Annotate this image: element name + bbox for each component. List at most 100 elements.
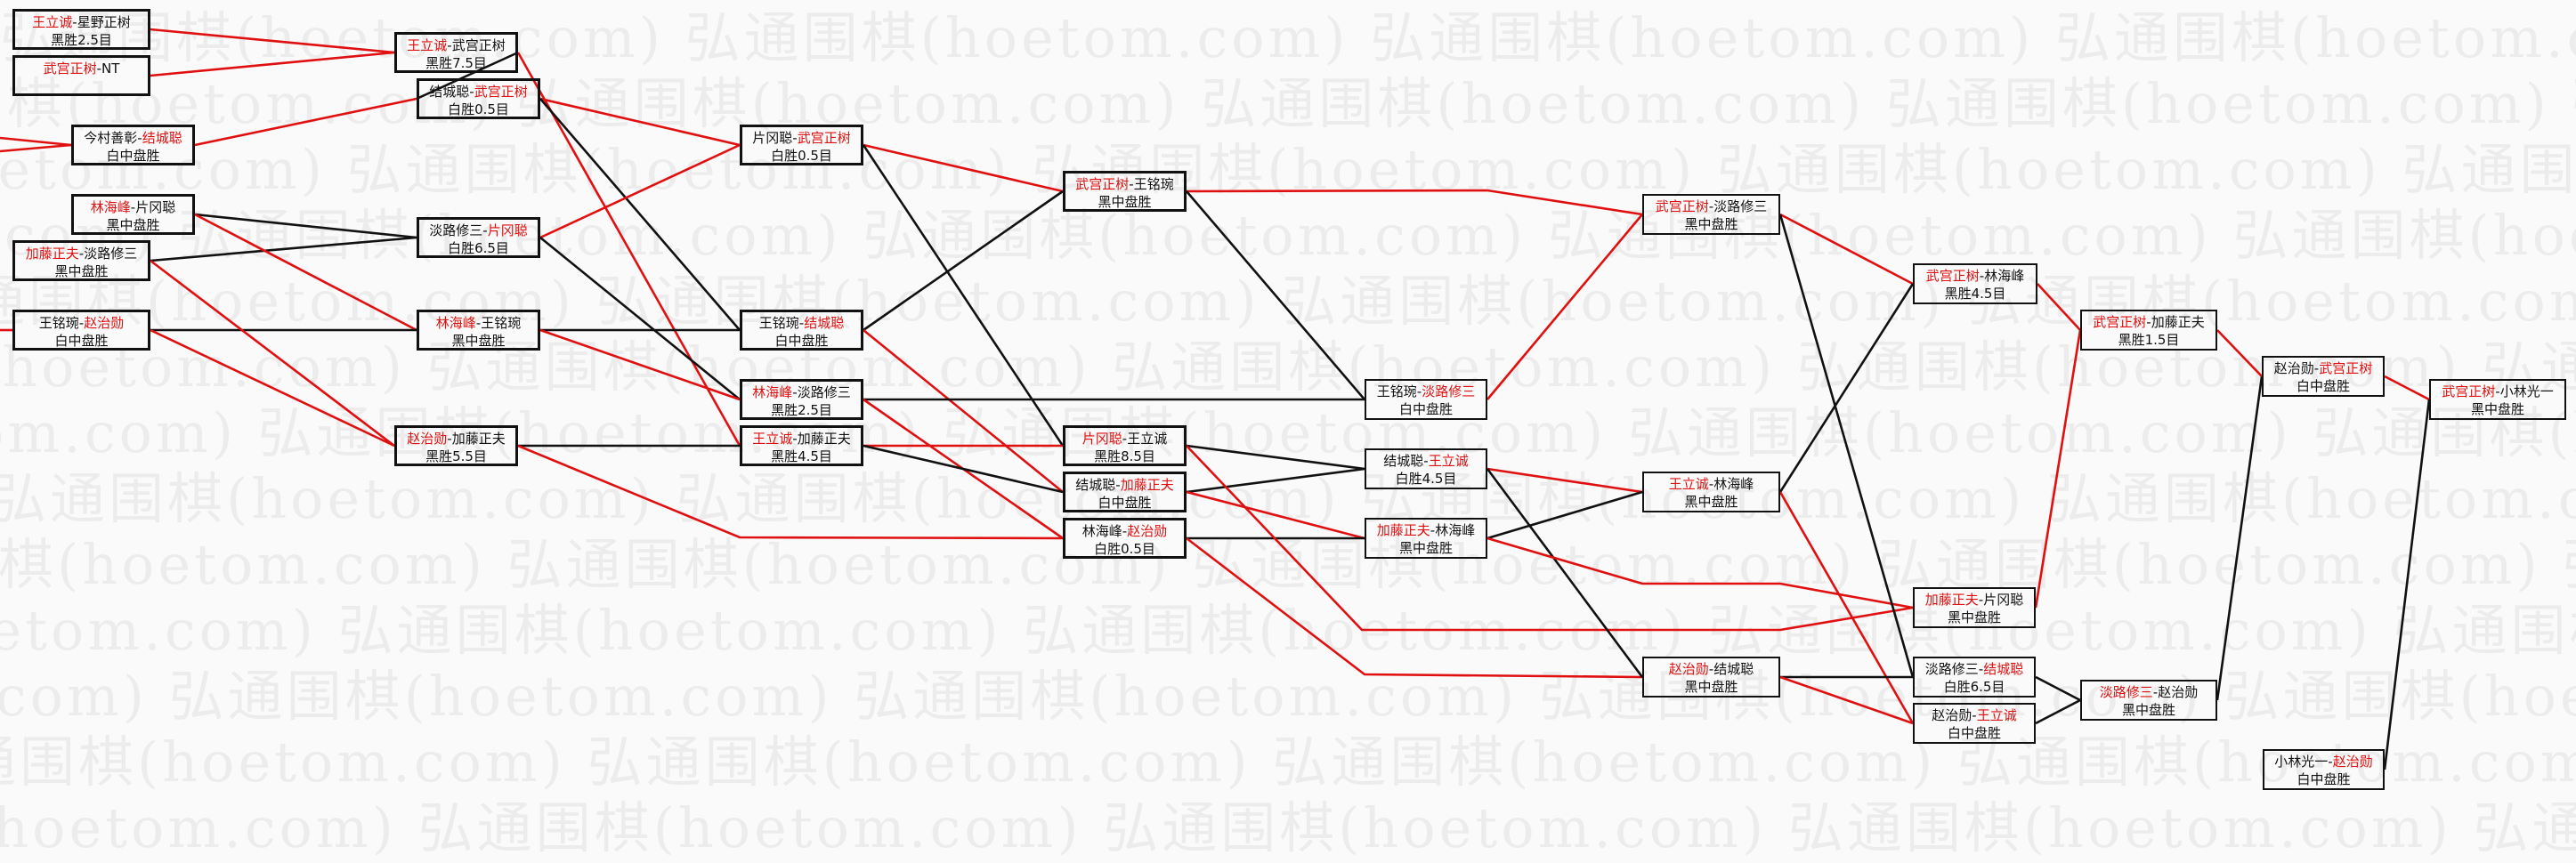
white-player: 星野正树 [77, 14, 131, 30]
black-player: 武宫正树 [1075, 176, 1130, 192]
match-box: 赵治勋-王立诚白中盘胜 [1913, 703, 2036, 744]
loser-path-line [539, 236, 741, 401]
white-player: 赵治勋 [84, 315, 125, 331]
white-player: 淡路修三 [797, 384, 851, 400]
white-player: 加藤正夫 [451, 431, 506, 447]
white-player: 淡路修三 [1422, 383, 1476, 399]
black-player: 武宫正树 [1655, 198, 1709, 214]
winner-path-line [1186, 189, 1643, 216]
match-result: 白中盘胜 [2296, 378, 2350, 394]
match-players: 淡路修三-赵治勋 [2082, 683, 2216, 701]
match-players: 片冈聪-武宫正树 [742, 129, 861, 147]
winner-path-line [1486, 536, 1914, 609]
white-player: 结城聪 [1983, 661, 2024, 677]
white-player: 林海峰 [1713, 476, 1754, 492]
match-box: 淡路修三-结城聪白胜6.5目 [1913, 657, 2036, 698]
match-box: 林海峰-赵治勋白胜0.5目 [1063, 518, 1187, 559]
black-player: 王立诚 [1668, 476, 1709, 492]
match-result: 黑中盘胜 [1684, 216, 1738, 232]
black-player: 今村善彰 [84, 130, 138, 146]
loser-path-line [862, 144, 1065, 447]
match-result: 白胜0.5目 [448, 101, 509, 117]
match-box: 赵治勋-加藤正夫黑胜5.5目 [394, 425, 518, 466]
separator: - [1708, 476, 1714, 492]
match-box: 武宫正树-林海峰黑胜4.5目 [1913, 263, 2037, 304]
black-player: 加藤正夫 [1924, 592, 1979, 608]
loser-path-line [2035, 698, 2081, 725]
separator: - [78, 246, 85, 262]
match-result: 黑中盘胜 [1947, 609, 2001, 625]
winner-path-line [516, 52, 741, 447]
white-player: 武宫正树 [474, 84, 528, 100]
black-player: 结城聪 [1383, 453, 1424, 469]
match-players: 赵治勋-武宫正树 [2264, 359, 2383, 377]
white-player: 王铭琬 [1133, 176, 1174, 192]
match-box: 小林光一-赵治勋白中盘胜 [2263, 749, 2385, 790]
match-result: 黑中盘胜 [451, 333, 506, 349]
white-player: 片冈聪 [1983, 592, 2024, 608]
match-players: 今村善彰-结城聪 [74, 129, 192, 147]
match-box: 王立诚-武宫正树黑胜7.5目 [394, 32, 518, 73]
separator: - [2152, 684, 2159, 700]
match-result: 黑中盘胜 [1684, 494, 1738, 510]
match-players: 林海峰-王铭琬 [419, 314, 538, 332]
match-result: 白中盘胜 [1947, 725, 2001, 741]
black-player: 王立诚 [752, 431, 793, 447]
separator: - [1416, 383, 1422, 399]
match-result: 黑中盘胜 [1098, 194, 1152, 210]
match-players: 王立诚-加藤正夫 [742, 430, 861, 448]
winner-path-line [539, 97, 741, 147]
black-player: 武宫正树 [43, 60, 97, 77]
separator: - [78, 315, 85, 331]
match-box: 加藤正夫-片冈聪黑中盘胜 [1913, 587, 2036, 628]
winner-path-line [539, 328, 741, 401]
separator: - [792, 384, 798, 400]
separator: - [1708, 661, 1714, 677]
white-player: 武宫正树 [2319, 360, 2373, 376]
white-player: 王立诚 [1976, 707, 2017, 723]
black-player: 林海峰 [752, 384, 793, 400]
match-players: 王铭琬-结城聪 [742, 314, 861, 332]
black-player: 加藤正夫 [25, 246, 79, 262]
white-player: 林海峰 [1435, 522, 1476, 538]
white-player: 片冈聪 [135, 199, 176, 215]
match-result: 黑胜4.5目 [1944, 286, 2006, 302]
white-player: 结城聪 [1713, 661, 1754, 677]
match-result: 白中盘胜 [106, 148, 160, 164]
match-box: 加藤正夫-淡路修三黑中盘胜 [12, 240, 150, 281]
winner-path-line [150, 259, 395, 448]
separator: - [447, 37, 452, 53]
match-box: 片冈聪-王立诚黑胜8.5目 [1063, 425, 1187, 466]
separator: - [1122, 431, 1128, 447]
winner-path-line [2034, 329, 2082, 609]
match-result: 黑胜8.5目 [1094, 448, 1155, 464]
separator: - [1430, 522, 1436, 538]
winner-path-line [194, 213, 417, 332]
loser-path-line [863, 444, 1064, 494]
loser-path-line [1778, 283, 1915, 493]
separator: - [2495, 383, 2500, 399]
black-player: 片冈聪 [1081, 431, 1122, 447]
match-result: 白中盘胜 [2297, 771, 2351, 787]
white-player: NT [101, 60, 120, 77]
match-box: 结城聪-加藤正夫白中盘胜 [1063, 472, 1187, 512]
winner-path-line [2384, 375, 2430, 401]
white-player: 加藤正夫 [1120, 477, 1174, 493]
winner-path-line [1779, 213, 1914, 286]
loser-path-line [1778, 214, 1915, 678]
winner-path-line [1186, 445, 1914, 632]
match-box: 武宫正树-小林光一黑中盘胜 [2429, 379, 2566, 420]
white-player: 王铭琬 [481, 315, 522, 331]
separator: - [72, 14, 77, 30]
black-player: 结城聪 [1075, 477, 1116, 493]
white-player: 王立诚 [1127, 431, 1168, 447]
match-players: 赵治勋-结城聪 [1644, 660, 1778, 678]
match-box: 武宫正树-加藤正夫黑胜1.5目 [2080, 310, 2217, 351]
match-box: 林海峰-淡路修三黑胜2.5目 [740, 379, 863, 420]
black-player: 武宫正树 [2442, 383, 2496, 399]
white-player: 结城聪 [804, 315, 845, 331]
separator: - [1423, 453, 1429, 469]
match-box: 王铭琬-淡路修三白中盘胜 [1365, 379, 1487, 420]
match-players: 结城聪-王立诚 [1366, 452, 1486, 470]
match-box: 武宫正树-淡路修三黑中盘胜 [1642, 194, 1780, 235]
